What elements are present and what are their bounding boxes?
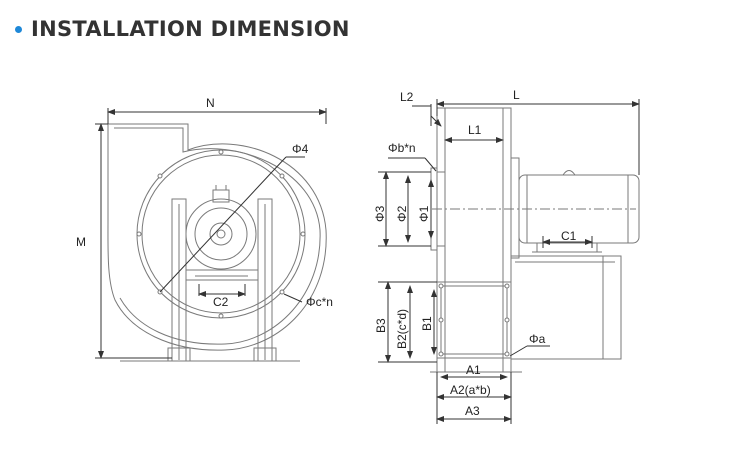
dim-b3: B3 — [374, 318, 388, 333]
motor-outer — [185, 198, 257, 270]
side-view — [430, 107, 640, 373]
dim-phi3: Φ3 — [373, 205, 387, 222]
shaft — [216, 229, 226, 239]
dim-n: N — [206, 96, 215, 110]
section-title: INSTALLATION DIMENSION — [31, 17, 350, 41]
dim-phic-n: Φc*n — [306, 295, 333, 309]
dim-b1: B1 — [420, 316, 434, 331]
dim-l: L — [513, 88, 520, 102]
dim-phi1: Φ1 — [417, 205, 431, 222]
side-dimensions — [378, 99, 640, 424]
dim-phi4: Φ4 — [292, 142, 309, 156]
back-plate — [510, 157, 520, 259]
front-view — [107, 123, 327, 362]
dim-c2: C2 — [213, 295, 229, 309]
dim-phi2: Φ2 — [395, 205, 409, 222]
bolt-holes — [136, 149, 306, 319]
dim-a1: A1 — [466, 363, 481, 377]
pedestal — [510, 255, 622, 360]
dim-a3: A3 — [465, 404, 480, 418]
motor-feet — [536, 242, 598, 253]
motor-base — [185, 269, 259, 281]
side-labels: L2 L L1 Φb*n Φ3 Φ2 Φ1 C1 B3 B2(c*d) B1 Φ… — [373, 88, 577, 418]
outlet-flange — [436, 281, 512, 359]
section-header: INSTALLATION DIMENSION — [15, 14, 350, 44]
terminal-box — [212, 189, 230, 203]
front-dimensions — [95, 108, 327, 359]
dim-a2: A2(a*b) — [450, 383, 491, 397]
dim-phib-n: Φb*n — [388, 141, 416, 155]
dim-l2: L2 — [400, 90, 414, 104]
dim-m: M — [76, 235, 86, 249]
housing-body — [436, 107, 512, 373]
front-labels: N M Φ4 C2 Φc*n — [76, 96, 333, 309]
dim-l1: L1 — [468, 123, 482, 137]
dim-phia: Φa — [529, 332, 546, 346]
fan-housing — [107, 123, 327, 351]
bullet-icon — [15, 25, 22, 33]
dim-c1: C1 — [561, 229, 577, 243]
dim-b2: B2(c*d) — [395, 309, 409, 349]
